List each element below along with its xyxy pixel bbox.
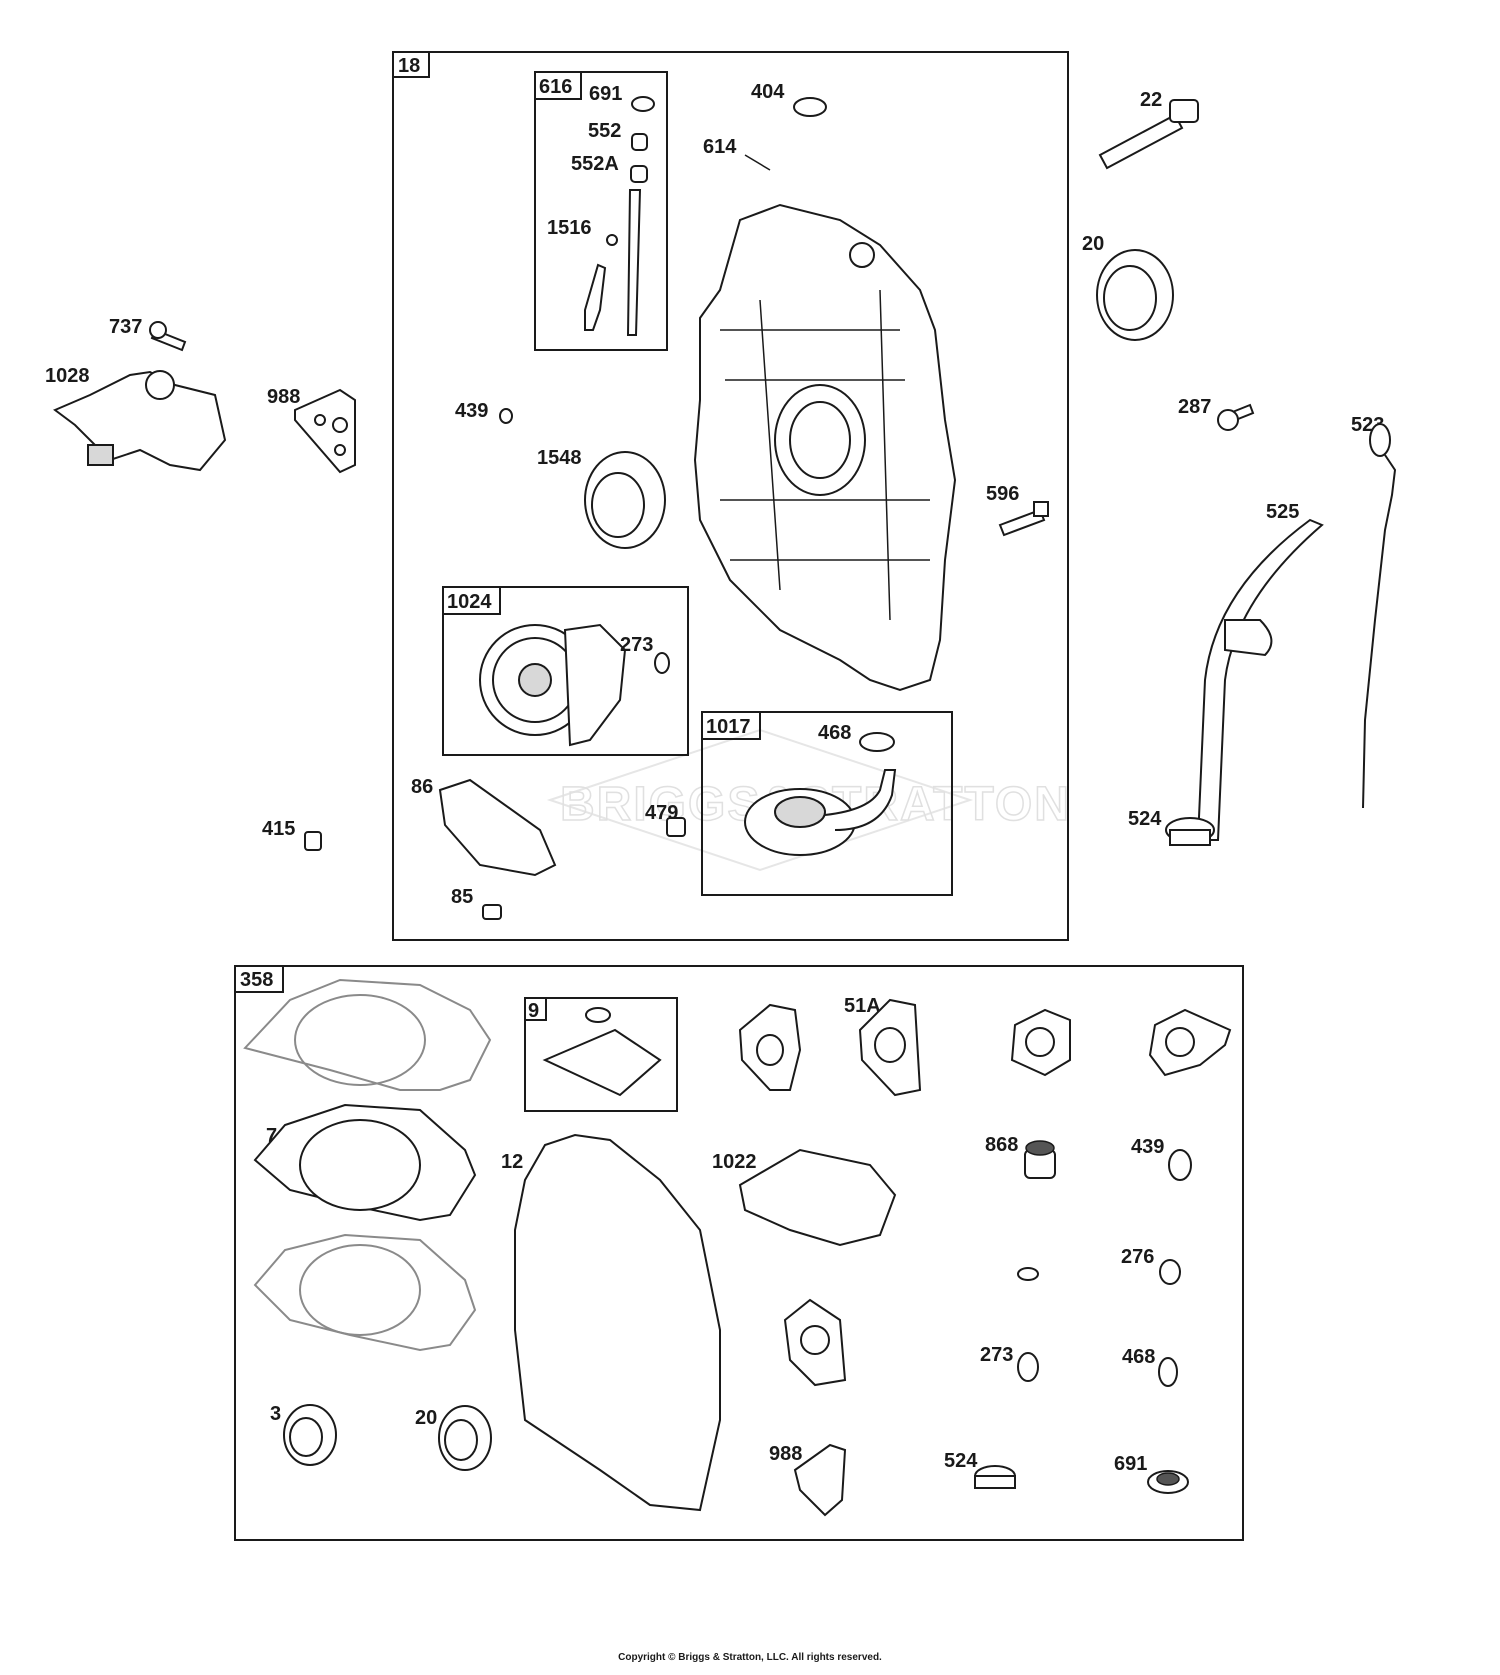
group-box-9: 9 <box>524 997 678 1112</box>
plug-415 <box>304 831 322 851</box>
bushing-552a <box>630 165 648 183</box>
label-691-b: 691 <box>1114 1453 1147 1475</box>
box-1017-frame <box>701 711 953 896</box>
bushing-552 <box>631 133 648 151</box>
label-524-b: 524 <box>944 1450 978 1472</box>
label-596: 596 <box>986 483 1019 505</box>
gasket-988 <box>294 388 356 474</box>
label-273: 273 <box>620 634 653 656</box>
gasket-86 <box>438 778 557 877</box>
screw-85 <box>482 904 502 920</box>
label-20: 20 <box>1082 233 1104 255</box>
label-287: 287 <box>1178 396 1211 418</box>
label-404: 404 <box>751 81 785 103</box>
screw-1516 <box>606 234 618 246</box>
crankcase-gasket-12 <box>514 1133 721 1512</box>
label-7: 7 <box>266 1125 277 1147</box>
label-988: 988 <box>267 386 300 408</box>
box-9-tag <box>524 997 547 1021</box>
screw-479 <box>666 817 686 837</box>
label-524: 524 <box>1128 808 1162 830</box>
label-439: 439 <box>455 400 488 422</box>
oil-seal-691 <box>631 96 655 112</box>
copyright-notice: Copyright © Briggs & Stratton, LLC. All … <box>618 1652 882 1663</box>
label-51a: 51A <box>844 995 881 1017</box>
label-614: 614 <box>703 136 737 158</box>
seal-9 <box>585 1007 611 1023</box>
box-358-tag <box>234 965 284 993</box>
label-1022: 1022 <box>712 1151 757 1173</box>
box-616-tag <box>534 71 582 100</box>
box-616-frame <box>534 71 668 351</box>
label-1516: 1516 <box>547 217 592 239</box>
box-1024-label: 1024 <box>447 591 492 613</box>
group-box-358: 358 <box>234 965 1244 1541</box>
oring-273 <box>654 652 670 674</box>
label-468: 468 <box>818 722 851 744</box>
label-552: 552 <box>588 120 621 142</box>
label-988-b: 988 <box>769 1443 802 1465</box>
oring-468 <box>859 732 895 752</box>
box-1024-frame <box>442 586 689 756</box>
washer-276 <box>1159 1259 1181 1285</box>
box-1024-tag <box>442 586 501 615</box>
group-box-1017: 1017 468 <box>701 711 953 896</box>
governor-lever <box>584 263 607 331</box>
rocker-cover-gasket-9 <box>542 1028 662 1097</box>
group-box-1024: 1024 273 <box>442 586 689 756</box>
label-273-b: 273 <box>980 1344 1013 1366</box>
label-415: 415 <box>262 818 295 840</box>
label-552a: 552A <box>571 153 619 175</box>
box-616-label: 616 <box>539 76 572 98</box>
group-box-616: 616 691 552 552A 1516 <box>534 71 668 351</box>
gasket-988-b <box>793 1443 847 1517</box>
governor-shaft <box>626 189 642 336</box>
label-12: 12 <box>501 1151 523 1173</box>
label-868: 868 <box>985 1134 1018 1156</box>
bolt-22 <box>1098 113 1184 170</box>
label-525: 525 <box>1266 501 1299 523</box>
label-1028: 1028 <box>45 365 90 387</box>
label-1548: 1548 <box>537 447 582 469</box>
label-439-b: 439 <box>1131 1136 1164 1158</box>
crankcase-cover <box>693 203 957 692</box>
oring-439-b <box>1168 1149 1192 1181</box>
box-1017-label: 1017 <box>706 716 751 738</box>
label-691: 691 <box>589 83 622 105</box>
dipstick-tube-525 <box>1196 518 1324 841</box>
label-85: 85 <box>451 886 473 908</box>
box-1017-tag <box>701 711 761 740</box>
label-86: 86 <box>411 776 433 798</box>
box-18-tag <box>392 51 430 78</box>
group-box-18: 18 <box>392 51 1069 941</box>
box-9-frame <box>524 997 678 1112</box>
oring-439 <box>499 408 513 424</box>
label-276: 276 <box>1121 1246 1154 1268</box>
head-gasket-top <box>243 978 492 1091</box>
oring-468-b <box>1158 1357 1178 1387</box>
label-468-b: 468 <box>1122 1346 1155 1368</box>
label-20-b: 20 <box>415 1407 437 1429</box>
oring-273-b <box>1017 1352 1039 1382</box>
washer-404 <box>793 97 827 117</box>
oil-pickup-tube <box>824 769 897 831</box>
box-358-label: 358 <box>240 969 273 991</box>
box-18-label: 18 <box>398 55 420 77</box>
oil-pump-housing <box>563 623 627 747</box>
label-3: 3 <box>270 1403 281 1425</box>
dipstick-523 <box>1369 423 1391 457</box>
head-gasket-7 <box>253 1103 477 1222</box>
label-22: 22 <box>1140 89 1162 111</box>
label-737: 737 <box>109 316 142 338</box>
head-gasket-bottom <box>253 1233 477 1352</box>
small-washer <box>1017 1267 1039 1281</box>
box-358-frame <box>234 965 1244 1541</box>
gasket-1022 <box>738 1148 897 1247</box>
box-18-frame <box>392 51 1069 941</box>
clip-614 <box>744 154 771 171</box>
box-9-label: 9 <box>528 1000 539 1022</box>
